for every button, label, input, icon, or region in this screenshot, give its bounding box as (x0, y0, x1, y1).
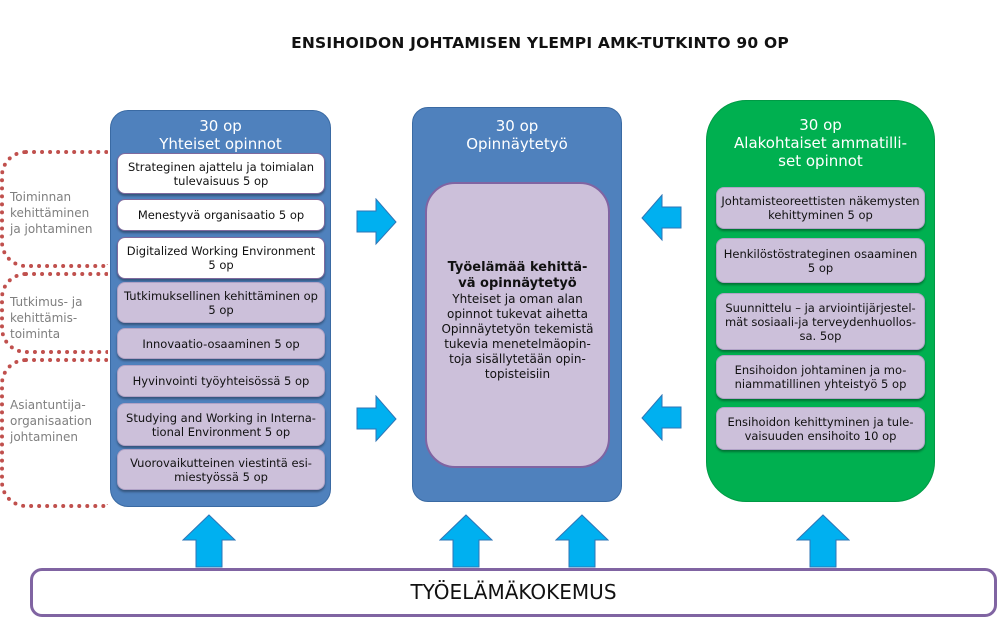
thesis-heading: Työelämää kehittä- vä opinnäytetyö (447, 260, 588, 291)
course-box: Ensihoidon kehittyminen ja tule- vaisuud… (716, 407, 925, 450)
side-label-asiantuntija: Asiantuntija- organisaation johtaminen (10, 398, 92, 444)
course-box: Digitalized Working Environment 5 op (117, 237, 325, 279)
course-box: Hyvinvointi työyhteisössä 5 op (117, 365, 325, 397)
bracket-asiantuntija (0, 358, 108, 508)
course-box: Menestyvä organisaatio 5 op (117, 199, 325, 231)
course-box: Strateginen ajattelu ja toimialan tuleva… (117, 153, 325, 194)
right-panel-title: 30 op Alakohtaiset ammatilli- set opinno… (734, 116, 907, 170)
thesis-body: Yhteiset ja oman alan opinnot tukevat ai… (441, 292, 594, 381)
arrow-right-icon (356, 198, 397, 246)
course-box: Vuorovaikutteinen viestintä esi- miestyö… (117, 449, 325, 490)
course-box: Innovaatio-osaaminen 5 op (117, 328, 325, 359)
thesis-box: Työelämää kehittä- vä opinnäytetyö Yhtei… (425, 182, 610, 468)
work-experience-bar: TYÖELÄMÄKOKEMUS (30, 568, 997, 617)
arrow-up-icon (439, 514, 493, 568)
side-label-toiminnan: Toiminnan kehittäminen ja johtaminen (10, 190, 93, 236)
arrow-up-icon (796, 514, 850, 568)
arrow-right-icon (356, 395, 397, 443)
course-box: Ensihoidon johtaminen ja mo- niammatilli… (716, 355, 925, 399)
course-box: Studying and Working in Interna- tional … (117, 403, 325, 446)
arrow-up-icon (555, 514, 609, 568)
arrow-up-icon (182, 514, 236, 568)
left-panel-title: 30 op Yhteiset opinnot (159, 117, 282, 153)
arrow-left-icon (641, 194, 682, 242)
middle-panel-title: 30 op Opinnäytetyö (466, 117, 568, 153)
side-label-tutkimus: Tutkimus- ja kehittämis- toiminta (10, 295, 83, 341)
course-box: Henkilöstöstrateginen osaaminen 5 op (716, 238, 925, 283)
course-box: Tutkimuksellinen kehittäminen op 5 op (117, 282, 325, 323)
bracket-toiminnan (0, 150, 108, 268)
page-title: ENSIHOIDON JOHTAMISEN YLEMPI AMK-TUTKINT… (291, 34, 789, 52)
arrow-left-icon (641, 394, 682, 442)
course-box: Suunnittelu – ja arviointijärjestel- mät… (716, 293, 925, 350)
bracket-tutkimus (0, 272, 108, 354)
course-box: Johtamisteoreettisten näkemysten kehitty… (716, 187, 925, 229)
